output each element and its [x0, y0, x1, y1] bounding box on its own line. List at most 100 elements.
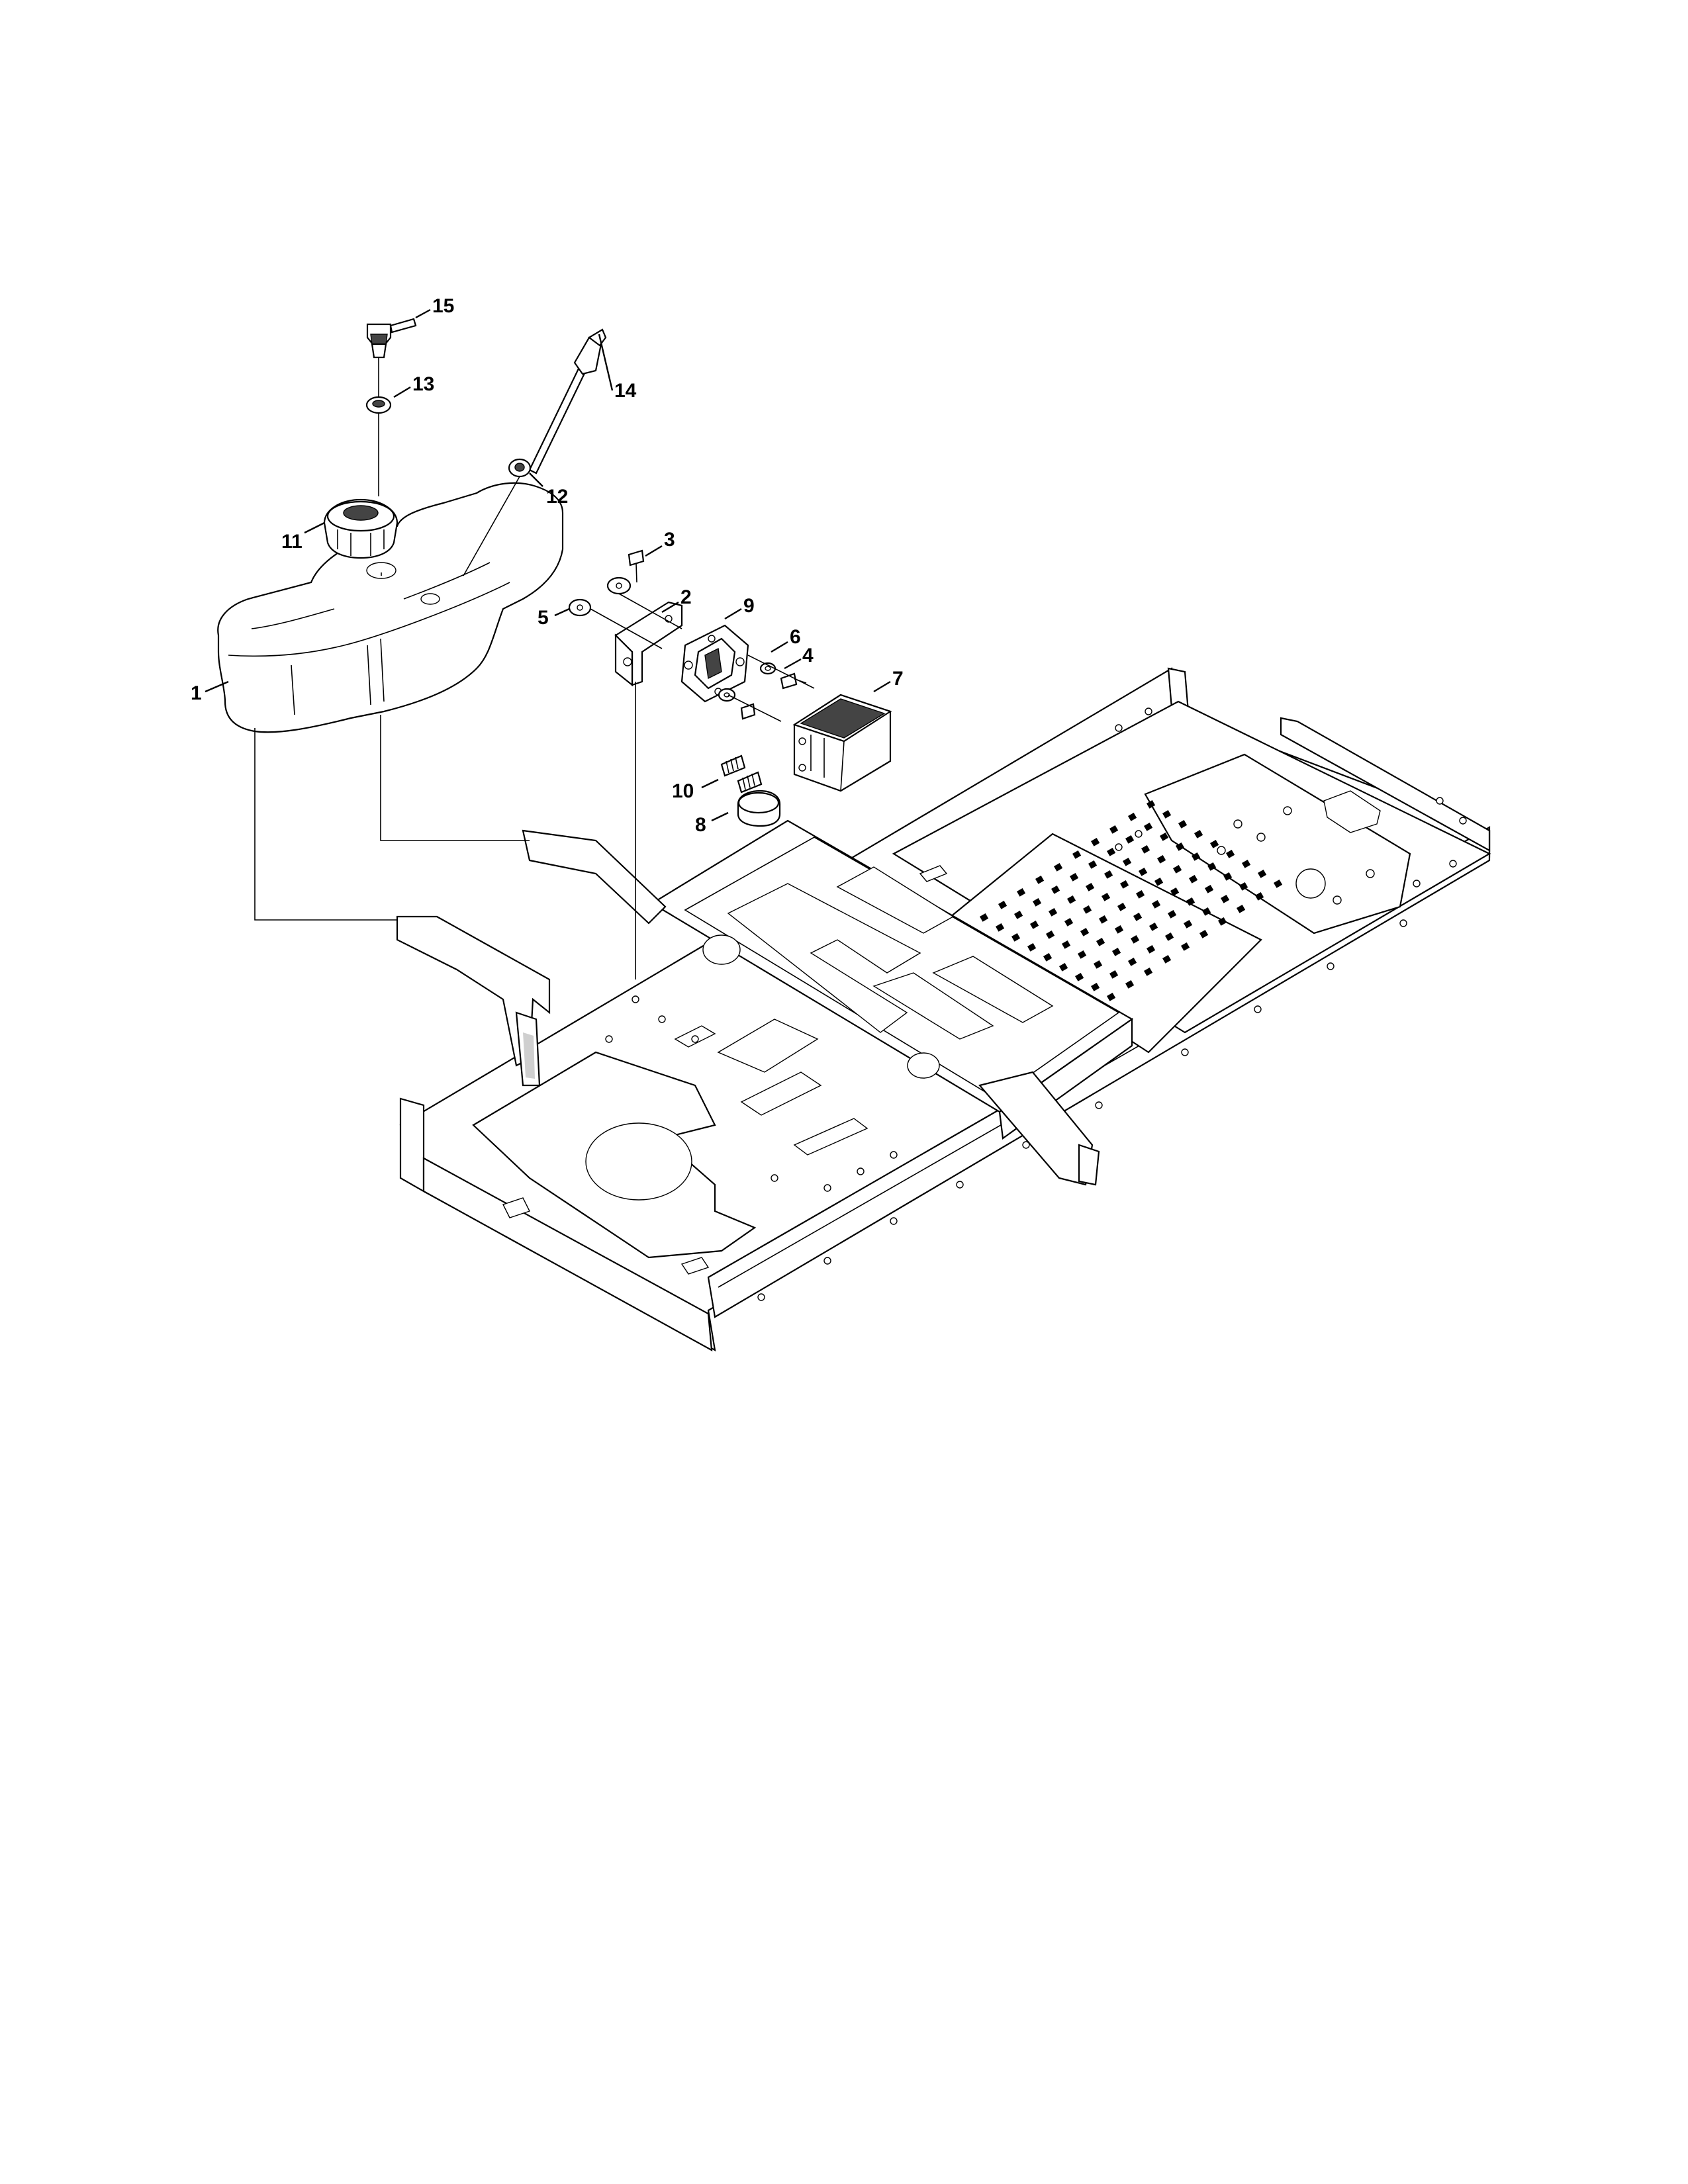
- grate-hole: [1173, 865, 1182, 874]
- grate-hole: [1207, 862, 1217, 871]
- nut-lower: [718, 688, 736, 702]
- grate-hole: [1059, 963, 1068, 972]
- grate-hole: [1049, 908, 1058, 917]
- grate-hole: [1237, 904, 1246, 913]
- grate-hole: [1094, 960, 1103, 969]
- grate-hole: [1099, 915, 1108, 924]
- grate-hole: [1062, 940, 1071, 949]
- grate-hole: [1136, 890, 1145, 899]
- grate-hole: [1051, 886, 1060, 894]
- mounting-bracket: [614, 601, 683, 687]
- grate-hole: [1176, 842, 1185, 851]
- grate-hole: [1017, 888, 1026, 897]
- callout-1: 1: [191, 682, 202, 704]
- callout-15: 15: [432, 295, 454, 317]
- grate-hole: [1218, 917, 1227, 926]
- grate-hole: [1154, 878, 1164, 886]
- grate-hole: [1186, 897, 1196, 906]
- grate-hole: [1107, 992, 1116, 1001]
- grate-hole: [1035, 876, 1045, 884]
- grate-hole: [1210, 839, 1219, 848]
- grate-hole: [1091, 983, 1100, 991]
- grate-hole: [1147, 800, 1156, 809]
- grate-hole: [1144, 823, 1153, 831]
- grate-hole: [1128, 813, 1137, 821]
- grate-hole: [1152, 900, 1161, 909]
- grate-hole: [1157, 855, 1166, 864]
- solenoid-box: [792, 694, 892, 792]
- grate-hole: [1199, 929, 1209, 938]
- grate-hole: [1117, 903, 1127, 911]
- frame-chassis: [396, 667, 1491, 1352]
- assembly-lines: [254, 357, 815, 979]
- grate-hole: [1011, 933, 1021, 942]
- callout-numbers: 1 2 3 4 5 6 7 8 9 10 11 12 13 14 15: [191, 295, 904, 836]
- grate-hole: [1181, 942, 1190, 951]
- grate-hole: [1107, 848, 1116, 856]
- grate-hole: [1149, 922, 1158, 931]
- grate-hole: [1139, 868, 1148, 876]
- grate-hole: [979, 913, 989, 922]
- grate-hole: [1109, 970, 1119, 979]
- grate-hole: [1115, 925, 1124, 934]
- grate-hole: [1147, 944, 1156, 954]
- callout-14: 14: [614, 380, 637, 402]
- callout-12: 12: [546, 486, 568, 508]
- grate-hole: [1067, 895, 1076, 904]
- grate-hole: [1258, 869, 1267, 878]
- grate-hole: [1075, 973, 1084, 981]
- grate-hole: [1162, 954, 1172, 964]
- grate-hole: [1239, 882, 1248, 891]
- grate-hole: [1133, 913, 1143, 921]
- grate-hole: [1027, 943, 1037, 952]
- grate-hole: [1104, 870, 1113, 879]
- grate-hole: [1091, 838, 1100, 846]
- grate-hole: [1109, 825, 1119, 834]
- grate-hole: [1131, 935, 1140, 944]
- callout-leaders: [205, 308, 891, 822]
- grate-hole: [1088, 860, 1098, 869]
- grate-hole: [1274, 880, 1283, 888]
- grate-holes: [979, 800, 1283, 1001]
- grate-hole: [1125, 979, 1135, 989]
- grate-hole: [1189, 874, 1198, 884]
- grate-hole: [1125, 835, 1135, 844]
- grate-hole: [1162, 810, 1172, 819]
- grate-hole: [1170, 887, 1180, 896]
- grate-hole: [1046, 931, 1055, 939]
- grate-hole: [1054, 863, 1063, 872]
- grate-hole: [1255, 892, 1264, 901]
- grate-hole: [1178, 820, 1188, 829]
- grate-hole: [1141, 845, 1150, 854]
- callout-4: 4: [802, 645, 814, 666]
- grommet: [508, 458, 532, 478]
- callout-10: 10: [672, 780, 694, 802]
- grate-hole: [1096, 938, 1105, 946]
- cap-8: [737, 790, 781, 827]
- fuel-fitting: [366, 318, 417, 359]
- grate-hole: [1123, 858, 1132, 866]
- callout-5: 5: [538, 607, 549, 629]
- grate-hole: [1221, 894, 1230, 903]
- nut-5: [568, 598, 592, 617]
- grate-hole: [1205, 884, 1214, 893]
- grate-hole: [1226, 849, 1235, 858]
- callout-3: 3: [664, 529, 675, 551]
- grate-hole: [1112, 948, 1121, 956]
- bolt-lower: [740, 703, 756, 720]
- grate-hole: [1030, 921, 1039, 929]
- grate-hole: [1242, 859, 1251, 868]
- fuel-cap: [323, 498, 399, 559]
- grate-hole: [1120, 880, 1129, 889]
- grate-hole: [998, 901, 1008, 909]
- relay-mount: [680, 624, 749, 703]
- grate-hole: [1160, 833, 1169, 841]
- callout-8: 8: [695, 814, 706, 836]
- callout-7: 7: [892, 668, 904, 690]
- vent-hose: [528, 328, 607, 475]
- grate-hole: [1080, 928, 1090, 936]
- grate-hole: [1072, 850, 1082, 859]
- grate-hole: [1144, 967, 1153, 976]
- grate-hole: [1168, 909, 1177, 919]
